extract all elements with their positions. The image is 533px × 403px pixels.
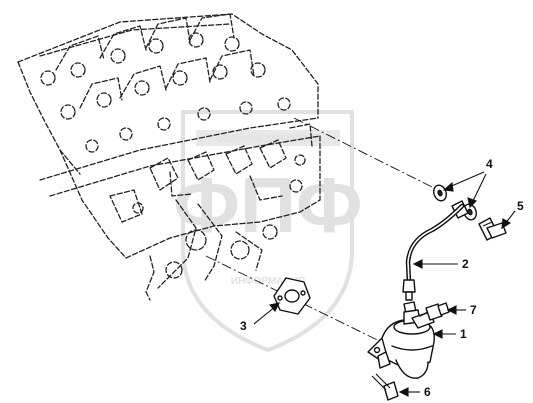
pump-part-1 [367,301,435,379]
callout-2: 2 [462,257,469,271]
leader-lines [253,171,516,397]
axis-line-upper [293,117,443,193]
axis-line-lower [205,255,411,357]
callout-1: 1 [460,327,467,341]
callout-3: 3 [240,319,247,333]
callout-6: 6 [424,385,431,399]
fitting-part-7 [425,302,450,321]
engine-block [17,13,321,301]
head-bosses [40,32,291,153]
banjo-bolt-part-5 [478,217,507,241]
gasket-part-3 [273,277,311,315]
callout-5: 5 [517,199,524,213]
watermark-shield [181,110,354,353]
watermark-banner-bg [196,130,340,146]
watermark: ФОРМУЛА ЗАПЧАСТЕЙ ФПФ ИНФОРМАЦИЯ [173,110,363,353]
bolt-part-6 [371,373,399,401]
callout-7: 7 [470,303,477,317]
watermark-banner: ФОРМУЛА ЗАПЧАСТЕЙ [216,133,320,144]
oil-line-part-2 [402,200,469,301]
callout-4: 4 [486,157,493,171]
watermark-main: ФПФ [173,161,362,249]
washer-part-4b [463,203,477,221]
washer-part-4 [433,184,447,202]
watermark-footer: ИНФОРМАЦИЯ [231,276,306,287]
